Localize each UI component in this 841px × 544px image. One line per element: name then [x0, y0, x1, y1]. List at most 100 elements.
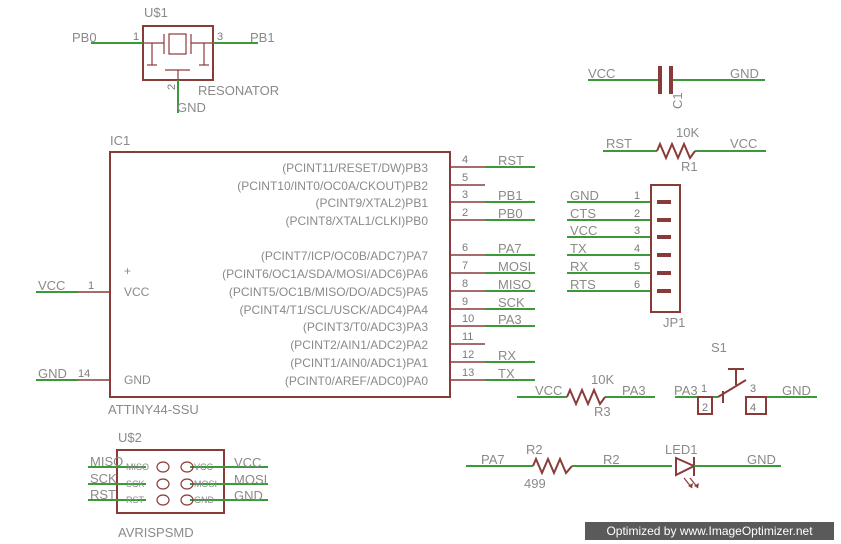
net-label: TX: [498, 366, 515, 381]
net-label-gnd: GND: [38, 366, 67, 381]
isp-value: AVRISPSMD: [118, 525, 194, 540]
ic-pin-number: 11: [462, 331, 473, 343]
net-label: PA3: [498, 312, 522, 327]
ic-pin-number: 10: [462, 313, 474, 325]
ic-plus-mark: +: [124, 264, 131, 278]
ic-vcc-label: VCC: [124, 285, 150, 299]
capacitor-name: C1: [670, 92, 685, 109]
isp-name: U$2: [118, 430, 142, 445]
switch-pin-2: 2: [702, 402, 708, 414]
led-led1: LED1 GND: [665, 442, 781, 489]
isp-pin-label: MISO: [126, 462, 149, 472]
net-label: PB0: [498, 206, 523, 221]
ic-pin-1: 1: [88, 280, 94, 292]
resistor-value: 499: [524, 476, 546, 491]
ic-pin-label: (PCINT8/XTAL1/CLKI)PB0: [286, 214, 429, 228]
resistor-name: R2: [526, 442, 543, 457]
ic-pin-label: (PCINT3/T0/ADC3)PA3: [303, 320, 428, 334]
header-pin-contact: [657, 200, 671, 204]
ic-pin-number: 3: [462, 189, 468, 201]
resistor-name: R1: [681, 159, 698, 174]
net-label: GND: [234, 488, 263, 503]
net-label: RX: [570, 259, 588, 274]
isp-pin-label: VCC: [194, 462, 214, 472]
capacitor-plate-left: [658, 66, 662, 94]
net-label: SCK: [90, 471, 117, 486]
resistor-r3: 10K R3 VCC PA3: [517, 372, 655, 419]
net-label-gnd: GND: [747, 452, 776, 467]
resistor-r2: R2 499 PA7 R2: [466, 442, 672, 491]
net-label: VCC: [570, 223, 597, 238]
net-label: MOSI: [234, 472, 267, 487]
header-pin-number: 1: [634, 190, 640, 202]
switch-pad-left: [697, 396, 713, 415]
resistor-value: 10K: [676, 125, 699, 140]
net-label: RX: [498, 348, 516, 363]
ic-body: [109, 151, 451, 398]
header-name: JP1: [663, 315, 685, 330]
isp-pad: [180, 494, 194, 506]
net-label-pb1: PB1: [250, 30, 275, 45]
led-name: LED1: [665, 442, 698, 457]
switch-pad-right: [745, 396, 767, 415]
net-label-pa3: PA3: [674, 383, 698, 398]
net-label-vcc: VCC: [535, 383, 562, 398]
ic-pin-number: 4: [462, 154, 468, 166]
resonator-value: RESONATOR: [198, 83, 279, 98]
resistor-zigzag: [656, 141, 696, 161]
ic-pin-label: (PCINT2/AIN1/ADC2)PA2: [290, 338, 428, 352]
ic-pin-number: 2: [462, 207, 468, 219]
resistor-zigzag: [566, 387, 606, 407]
switch-pin-3: 3: [750, 383, 756, 395]
net-label-r2: R2: [603, 452, 620, 467]
ic-pin-label: (PCINT1/AIN0/ADC1)PA1: [290, 356, 428, 370]
net-label-vcc: VCC: [730, 136, 757, 151]
net-label: TX: [570, 241, 587, 256]
ic-pin-label: (PCINT0/AREF/ADC0)PA0: [285, 374, 428, 388]
net-label-gnd: GND: [782, 383, 811, 398]
net-label-pb0: PB0: [72, 30, 97, 45]
net-label-vcc: VCC: [38, 278, 65, 293]
header-pin-contact: [657, 271, 671, 275]
ic-value: ATTINY44-SSU: [108, 402, 199, 417]
ic-pin-number: 8: [462, 278, 468, 290]
resistor-zigzag: [532, 456, 573, 476]
net-label: MISO: [90, 454, 123, 469]
ic-pin-label: (PCINT6/OC1A/SDA/MOSI/ADC6)PA6: [222, 267, 428, 281]
ic-pin-number: 13: [462, 367, 474, 379]
resonator-pin-2: 2: [166, 84, 178, 90]
resonator-pin-3: 3: [217, 31, 223, 43]
header-pin-contact: [657, 253, 671, 257]
ic-gnd-label: GND: [124, 373, 151, 387]
isp-pad: [156, 494, 170, 506]
isp-pin-label: SCK: [126, 479, 145, 489]
net-label-vcc: VCC: [588, 66, 615, 81]
ic-pin-14: 14: [78, 368, 90, 380]
isp-pin-label: MOSI: [194, 479, 217, 489]
resonator-crystal: [168, 33, 187, 55]
header-pin-number: 3: [634, 225, 640, 237]
net-label-gnd: GND: [730, 66, 759, 81]
net-label: RTS: [570, 277, 596, 292]
ic-pin-label: (PCINT5/OC1B/MISO/DO/ADC5)PA5: [229, 285, 428, 299]
net-label-pa7: PA7: [481, 452, 505, 467]
resistor-r1: 10K R1 RST VCC: [603, 125, 766, 174]
net-label: MOSI: [498, 259, 531, 274]
isp-pad: [156, 478, 170, 490]
header-pin-contact: [657, 235, 671, 239]
isp-body: [116, 449, 225, 514]
ic-pin-label: (PCINT7/ICP/OC0B/ADC7)PA7: [261, 249, 428, 263]
net-label: PB1: [498, 188, 523, 203]
net-label-rst: RST: [606, 136, 632, 151]
header-pin-number: 5: [634, 261, 640, 273]
net-label: CTS: [570, 206, 596, 221]
net-label: RST: [90, 487, 116, 502]
ic1-attiny44: IC1 ATTINY44-SSU + VCC GND 1 14 VCC GND …: [36, 133, 535, 417]
resistor-name: R3: [594, 404, 611, 419]
ic-pin-number: 6: [462, 242, 468, 254]
net-label: PA7: [498, 241, 522, 256]
